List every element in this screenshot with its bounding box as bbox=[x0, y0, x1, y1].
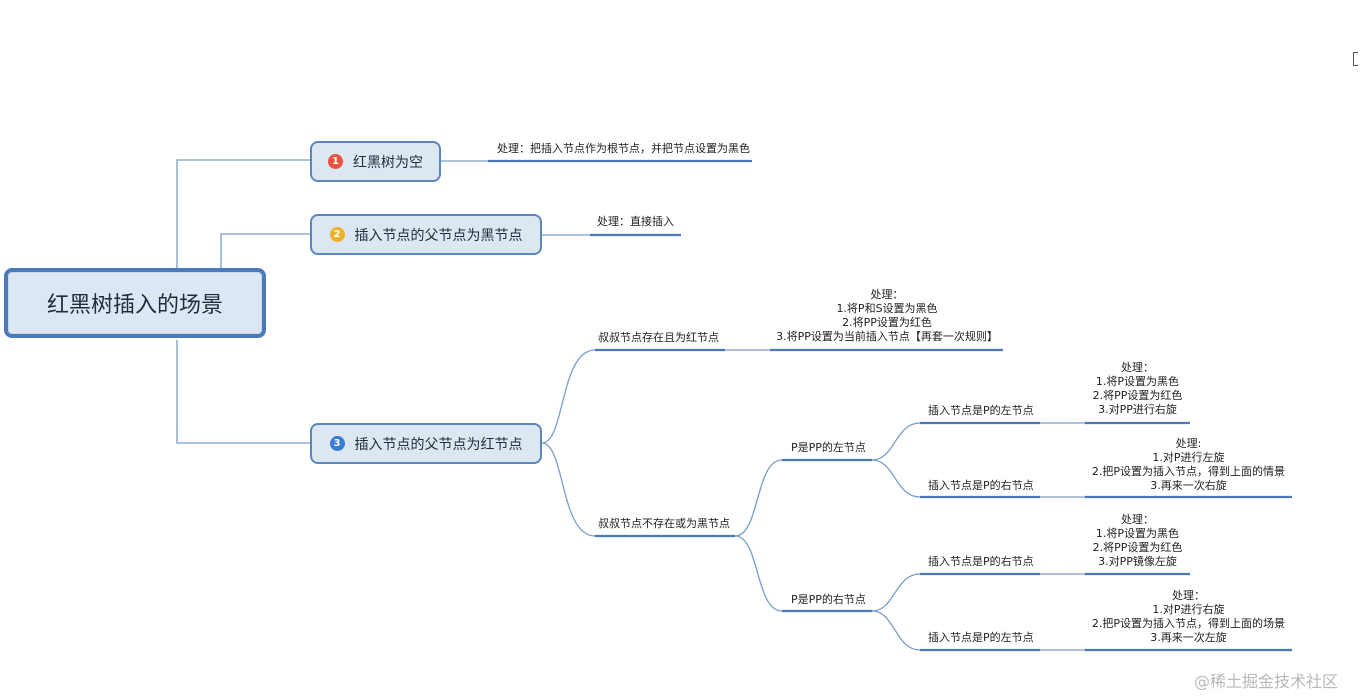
note-uncle-red: 处理： 1.将P和S设置为黑色 2.将PP设置为红色 3.将PP设置为当前插入节… bbox=[776, 288, 998, 343]
topic-insert-right-of-p[interactable]: 插入节点是P的右节点 bbox=[928, 479, 1034, 492]
connector-pright-rl bbox=[871, 610, 921, 651]
connector-uncle-black-pleft bbox=[734, 459, 783, 537]
connector-pleft-lr bbox=[871, 459, 921, 498]
topic-uncle-black[interactable]: 叔叔节点不存在或为黑节点 bbox=[598, 517, 730, 530]
root-node[interactable]: 红黑树插入的场景 bbox=[4, 268, 266, 338]
number-badge-2-icon: 2 bbox=[329, 227, 345, 242]
note-parent-black: 处理：直接插入 bbox=[597, 215, 674, 228]
connector-pleft-ll bbox=[871, 422, 921, 461]
root-label: 红黑树插入的场景 bbox=[46, 293, 223, 318]
branch-label: 插入节点的父节点为黑节点 bbox=[354, 227, 523, 244]
note-insert-right-of-p: 处理: 1.对P进行左旋 2.把P设置为插入节点，得到上面的情景 3.再来一次右… bbox=[1091, 437, 1286, 492]
note-empty-tree: 处理：把插入节点作为根节点，并把节点设置为黑色 bbox=[497, 142, 750, 155]
note-insert-left-of-p: 处理： 1.将P设置为黑色 2.将PP设置为红色 3.对PP进行右旋 bbox=[1092, 361, 1183, 416]
connector-b3-uncle-black bbox=[541, 442, 596, 537]
note-insert-right-of-p-mirror: 处理： 1.将P设置为黑色 2.将PP设置为红色 3.对PP镜像左旋 bbox=[1092, 513, 1183, 568]
number-badge-3-icon: 3 bbox=[329, 436, 345, 451]
connector-root-b3 bbox=[176, 340, 310, 444]
branch-node-parent-black[interactable]: 2 插入节点的父节点为黑节点 bbox=[310, 214, 542, 255]
branch-node-parent-red[interactable]: 3 插入节点的父节点为红节点 bbox=[310, 423, 542, 464]
topic-insert-left-of-p[interactable]: 插入节点是P的左节点 bbox=[928, 404, 1034, 417]
bracket-icon bbox=[1353, 52, 1358, 66]
connector-root-b1 bbox=[176, 159, 310, 268]
connector-pright-rr bbox=[871, 573, 921, 612]
number-badge-1-icon: 1 bbox=[328, 154, 343, 169]
topic-p-right[interactable]: P是PP的右节点 bbox=[791, 593, 866, 606]
branch-label: 插入节点的父节点为红节点 bbox=[354, 436, 523, 453]
note-insert-left-of-p-mirror: 处理： 1.对P进行右旋 2.把P设置为插入节点，得到上面的场景 3.再来一次左… bbox=[1091, 589, 1286, 644]
branch-node-empty-tree[interactable]: 1 红黑树为空 bbox=[310, 141, 441, 182]
topic-p-left[interactable]: P是PP的左节点 bbox=[791, 441, 866, 454]
connector-b3-uncle-red bbox=[541, 349, 596, 444]
topic-insert-left-of-p-mirror[interactable]: 插入节点是P的左节点 bbox=[928, 631, 1034, 644]
connector-uncle-black-pright bbox=[734, 535, 783, 612]
connector-root-b2 bbox=[220, 233, 310, 268]
topic-uncle-red[interactable]: 叔叔节点存在且为红节点 bbox=[598, 331, 719, 344]
watermark: @稀土掘金技术社区 bbox=[1193, 672, 1338, 691]
branch-label: 红黑树为空 bbox=[353, 154, 423, 171]
topic-insert-right-of-p-mirror[interactable]: 插入节点是P的右节点 bbox=[928, 555, 1034, 568]
